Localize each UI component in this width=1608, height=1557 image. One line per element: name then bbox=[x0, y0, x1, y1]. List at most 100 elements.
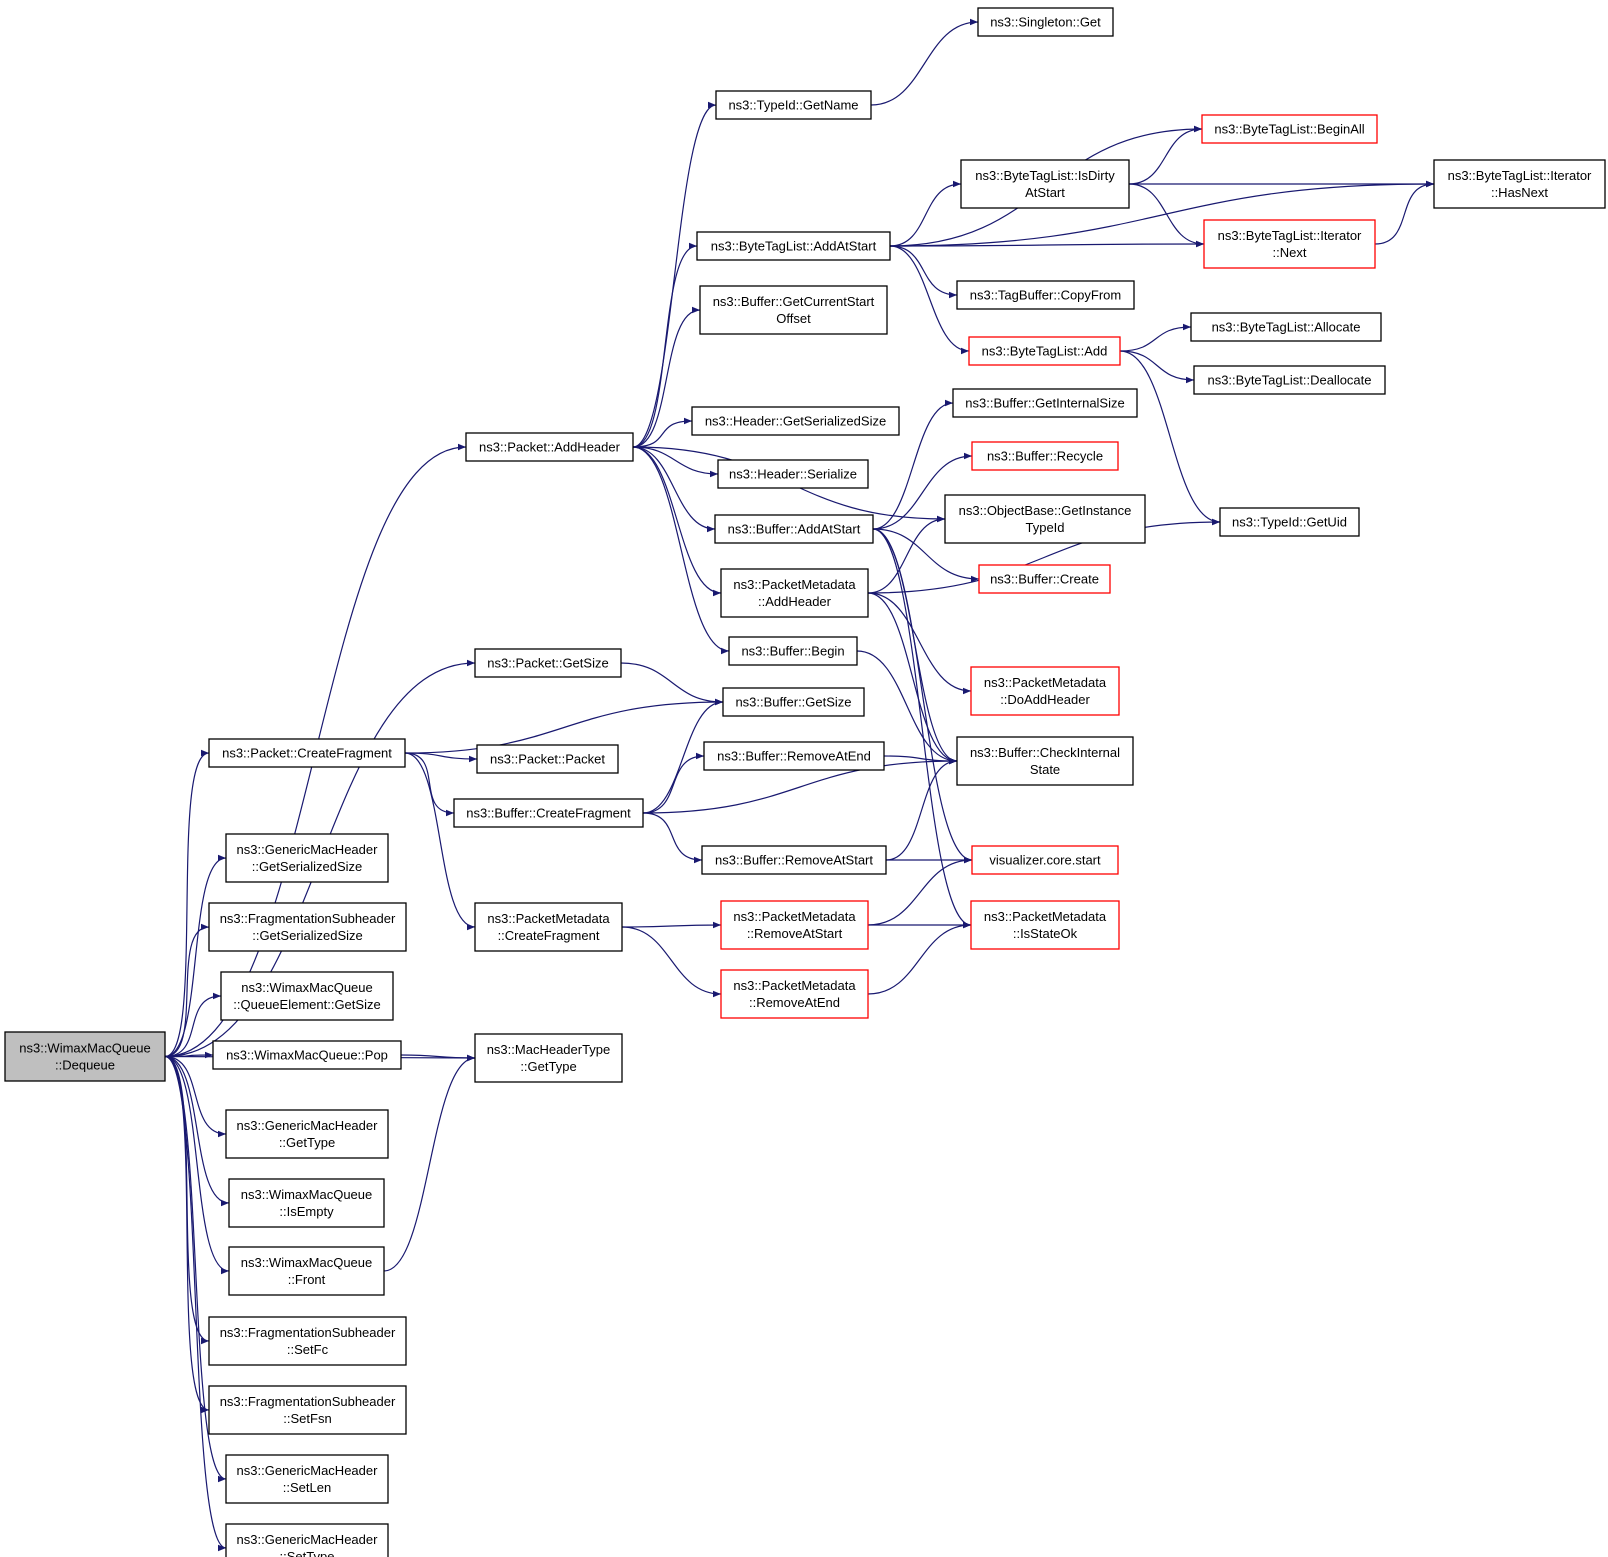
node-buf-create[interactable]: ns3::Buffer::Create bbox=[978, 564, 1111, 594]
edge-btl_addatstart-to-btl_isdirty bbox=[889, 180, 962, 247]
node-tagbuf-copyfrom[interactable]: ns3::TagBuffer::CopyFrom bbox=[956, 280, 1135, 310]
node-label: ns3::Buffer::GetInternalSize bbox=[965, 396, 1124, 411]
node-label: ns3::PacketMetadata bbox=[733, 978, 856, 993]
node-hdr-serialize[interactable]: ns3::Header::Serialize bbox=[717, 459, 869, 489]
node-wmq-isempty[interactable]: ns3::WimaxMacQueue::IsEmpty bbox=[228, 1178, 385, 1228]
node-label: ns3::TagBuffer::CopyFrom bbox=[970, 288, 1122, 303]
node-box bbox=[717, 459, 869, 489]
edge-dequeue-to-gmh_getser bbox=[164, 854, 227, 1058]
node-label: ::GetType bbox=[520, 1059, 576, 1074]
node-btl-addatstart[interactable]: ns3::ByteTagList::AddAtStart bbox=[696, 231, 891, 261]
edge-pkt_addheader-to-typeid_getname bbox=[632, 101, 717, 448]
node-pkt-getsize[interactable]: ns3::Packet::GetSize bbox=[474, 648, 622, 678]
node-label: ns3::WimaxMacQueue bbox=[241, 1187, 373, 1202]
node-label: ns3::WimaxMacQueue bbox=[19, 1041, 151, 1056]
node-buf-getsize[interactable]: ns3::Buffer::GetSize bbox=[722, 687, 865, 717]
node-box bbox=[225, 1523, 389, 1557]
edge-buf_addatstart-to-buf_create bbox=[872, 528, 980, 583]
node-box bbox=[703, 741, 885, 771]
node-dequeue[interactable]: ns3::WimaxMacQueue::Dequeue bbox=[4, 1031, 166, 1082]
node-box bbox=[971, 441, 1119, 471]
node-pkt-addheader[interactable]: ns3::Packet::AddHeader bbox=[465, 432, 634, 462]
node-pm-removeatend[interactable]: ns3::PacketMetadata::RemoveAtEnd bbox=[720, 969, 869, 1019]
node-box bbox=[465, 432, 634, 462]
node-pm-isstateok[interactable]: ns3::PacketMetadata::IsStateOk bbox=[970, 900, 1120, 950]
node-label: ::SetFc bbox=[287, 1342, 329, 1357]
node-label: ::QueueElement::GetSize bbox=[233, 997, 380, 1012]
node-buf-removeatstart[interactable]: ns3::Buffer::RemoveAtStart bbox=[701, 845, 887, 875]
node-label: ::SetFsn bbox=[283, 1411, 331, 1426]
node-mht-gettype[interactable]: ns3::MacHeaderType::GetType bbox=[474, 1033, 623, 1083]
node-buf-recycle[interactable]: ns3::Buffer::Recycle bbox=[971, 441, 1119, 471]
node-box bbox=[960, 159, 1130, 209]
node-qe-getsize[interactable]: ns3::WimaxMacQueue::QueueElement::GetSiz… bbox=[220, 971, 394, 1021]
node-box bbox=[1433, 159, 1606, 209]
node-gmh-settype[interactable]: ns3::GenericMacHeader::SetType bbox=[225, 1523, 389, 1557]
node-box bbox=[1193, 365, 1386, 395]
node-buf-addatstart[interactable]: ns3::Buffer::AddAtStart bbox=[714, 514, 874, 544]
node-pm-doaddheader[interactable]: ns3::PacketMetadata::DoAddHeader bbox=[970, 666, 1120, 716]
node-typeid-getuid[interactable]: ns3::TypeId::GetUid bbox=[1219, 507, 1360, 537]
edge-buf_createfrag-to-buf_getsize bbox=[642, 698, 724, 814]
node-buf-begin[interactable]: ns3::Buffer::Begin bbox=[728, 636, 858, 666]
node-hdr-getser[interactable]: ns3::Header::GetSerializedSize bbox=[691, 406, 900, 436]
node-vis-start[interactable]: visualizer.core.start bbox=[971, 845, 1119, 875]
node-typeid-getname[interactable]: ns3::TypeId::GetName bbox=[715, 90, 872, 120]
node-box bbox=[225, 1454, 389, 1504]
edge-pkt_addheader-to-buf_begin bbox=[632, 446, 730, 655]
edge-pkt_addheader-to-buf_addatstart bbox=[632, 446, 716, 533]
node-box bbox=[474, 902, 623, 952]
node-pkt-createfrag[interactable]: ns3::Packet::CreateFragment bbox=[208, 738, 406, 768]
node-btl-iter-hasnext[interactable]: ns3::ByteTagList::Iterator::HasNext bbox=[1433, 159, 1606, 209]
node-box bbox=[956, 280, 1135, 310]
node-pm-addheader[interactable]: ns3::PacketMetadata::AddHeader bbox=[720, 568, 869, 618]
node-box bbox=[696, 231, 891, 261]
node-label: ns3::Buffer::CheckInternal bbox=[970, 745, 1120, 760]
node-label: ns3::FragmentationSubheader bbox=[220, 1325, 396, 1340]
node-buf-createfrag[interactable]: ns3::Buffer::CreateFragment bbox=[453, 798, 644, 828]
edge-buf_createfrag-to-buf_checkinternal bbox=[642, 757, 958, 814]
node-pm-removeatstart[interactable]: ns3::PacketMetadata::RemoveAtStart bbox=[720, 900, 869, 950]
edge-pkt_addheader-to-hdr_serialize bbox=[632, 446, 719, 478]
node-label: ns3::Packet::Packet bbox=[490, 752, 605, 767]
edge-buf_addatstart-to-buf_recycle bbox=[872, 452, 973, 530]
node-gmh-getser[interactable]: ns3::GenericMacHeader::GetSerializedSize bbox=[225, 833, 389, 883]
node-label: ns3::GenericMacHeader bbox=[237, 1463, 379, 1478]
node-label: ns3::Buffer::CreateFragment bbox=[466, 806, 631, 821]
node-pm-createfrag[interactable]: ns3::PacketMetadata::CreateFragment bbox=[474, 902, 623, 952]
node-gmh-gettype[interactable]: ns3::GenericMacHeader::GetType bbox=[225, 1109, 389, 1159]
node-pkt-packet[interactable]: ns3::Packet::Packet bbox=[476, 744, 619, 774]
node-box bbox=[208, 1385, 407, 1435]
node-label: ns3::MacHeaderType bbox=[487, 1042, 611, 1057]
edge-pkt_createfrag-to-buf_createfrag bbox=[404, 752, 455, 817]
node-wmq-front[interactable]: ns3::WimaxMacQueue::Front bbox=[228, 1246, 385, 1296]
edge-dequeue-to-wmq_isempty bbox=[164, 1055, 230, 1207]
node-label: ns3::WimaxMacQueue bbox=[241, 980, 373, 995]
node-box bbox=[970, 900, 1120, 950]
node-label: ns3::Buffer::GetSize bbox=[735, 695, 851, 710]
node-singleton-get[interactable]: ns3::Singleton::Get bbox=[977, 7, 1114, 37]
node-btl-iter-next[interactable]: ns3::ByteTagList::Iterator::Next bbox=[1203, 219, 1376, 269]
node-fsh-getser[interactable]: ns3::FragmentationSubheader::GetSerializ… bbox=[208, 902, 407, 952]
node-box bbox=[720, 969, 869, 1019]
node-box bbox=[1190, 312, 1382, 342]
node-buf-removeatend[interactable]: ns3::Buffer::RemoveAtEnd bbox=[703, 741, 885, 771]
node-btl-beginall[interactable]: ns3::ByteTagList::BeginAll bbox=[1201, 114, 1378, 144]
node-label: ::AddHeader bbox=[758, 594, 832, 609]
edge-btl_isdirty-to-btl_beginall bbox=[1128, 125, 1203, 185]
node-fsh-setfsn[interactable]: ns3::FragmentationSubheader::SetFsn bbox=[208, 1385, 407, 1435]
node-buf-getinternalsize[interactable]: ns3::Buffer::GetInternalSize bbox=[952, 388, 1138, 418]
node-btl-allocate[interactable]: ns3::ByteTagList::Allocate bbox=[1190, 312, 1382, 342]
edge-dequeue-to-pkt_createfrag bbox=[164, 749, 210, 1058]
node-btl-deallocate[interactable]: ns3::ByteTagList::Deallocate bbox=[1193, 365, 1386, 395]
node-label: ns3::Packet::AddHeader bbox=[479, 440, 621, 455]
node-btl-add[interactable]: ns3::ByteTagList::Add bbox=[968, 336, 1121, 366]
node-fsh-setfc[interactable]: ns3::FragmentationSubheader::SetFc bbox=[208, 1316, 407, 1366]
node-wmq-pop[interactable]: ns3::WimaxMacQueue::Pop bbox=[212, 1040, 402, 1070]
node-gmh-setlen[interactable]: ns3::GenericMacHeader::SetLen bbox=[225, 1454, 389, 1504]
node-label: ns3::Buffer::Recycle bbox=[987, 449, 1103, 464]
